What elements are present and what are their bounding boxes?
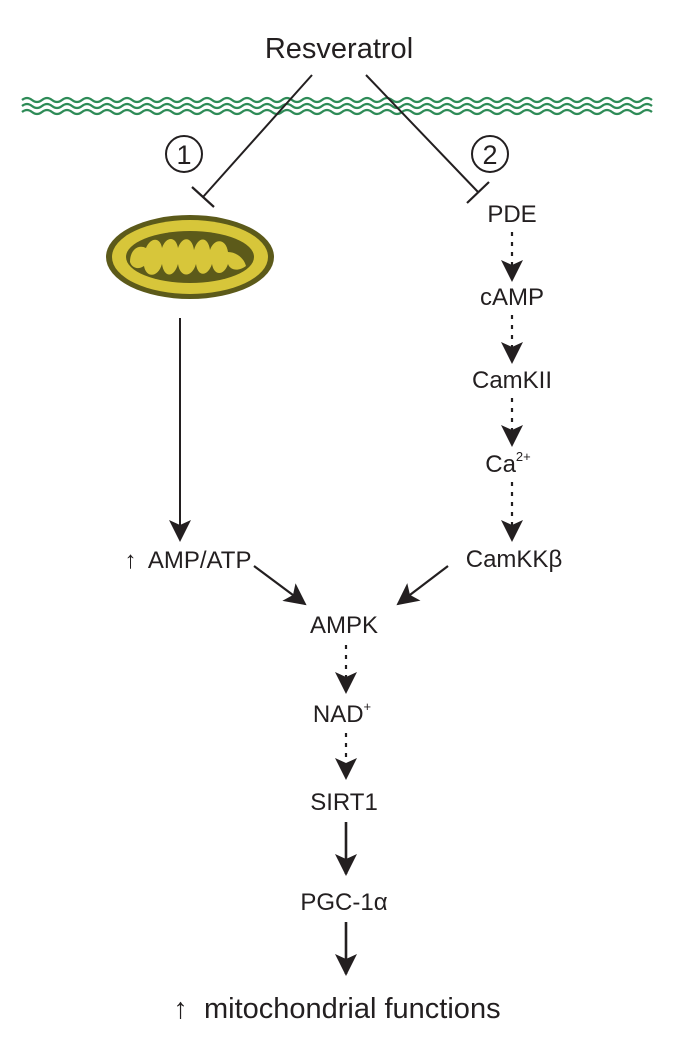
calcium-label: Ca2+ <box>485 449 531 478</box>
pathway-1-number: 1 <box>176 140 191 170</box>
pathway-2-marker: 2 <box>471 135 509 173</box>
ampk-label: AMPK <box>310 612 378 639</box>
pathway-2-number: 2 <box>482 140 497 170</box>
calcium-base: Ca <box>485 451 516 478</box>
resveratrol-label: Resveratrol <box>265 33 413 65</box>
pde-label: PDE <box>487 201 536 228</box>
inhibition-line-pathway-2 <box>365 74 490 204</box>
nad-label: NAD+ <box>313 699 371 728</box>
amp-atp-label: ↑ AMP/ATP <box>125 547 252 574</box>
cell-membrane <box>21 96 653 116</box>
sirt1-label: SIRT1 <box>310 789 378 816</box>
outcome-increase-glyph: ↑ <box>173 993 188 1025</box>
mitochondrion-icon <box>106 215 274 299</box>
arrow-camkkb-to-ampk <box>396 565 449 606</box>
pgc1a-label: PGC-1α <box>300 889 387 916</box>
camp-label: cAMP <box>480 284 544 311</box>
nad-base: NAD <box>313 701 364 728</box>
pathway-1-marker: 1 <box>165 135 203 173</box>
camkii-label: CamKII <box>472 367 552 394</box>
arrow-ampatp-to-ampk <box>253 565 307 606</box>
increase-arrow-glyph: ↑ <box>125 547 137 574</box>
outcome-label: ↑ mitochondrial functions <box>173 993 500 1025</box>
amp-atp-text: AMP/ATP <box>148 547 252 574</box>
nad-sup: + <box>364 699 372 714</box>
inhibition-line-pathway-1 <box>191 74 313 208</box>
calcium-sup: 2+ <box>516 449 531 464</box>
outcome-text: mitochondrial functions <box>204 993 501 1025</box>
camkkb-label: CamKKβ <box>466 546 563 573</box>
